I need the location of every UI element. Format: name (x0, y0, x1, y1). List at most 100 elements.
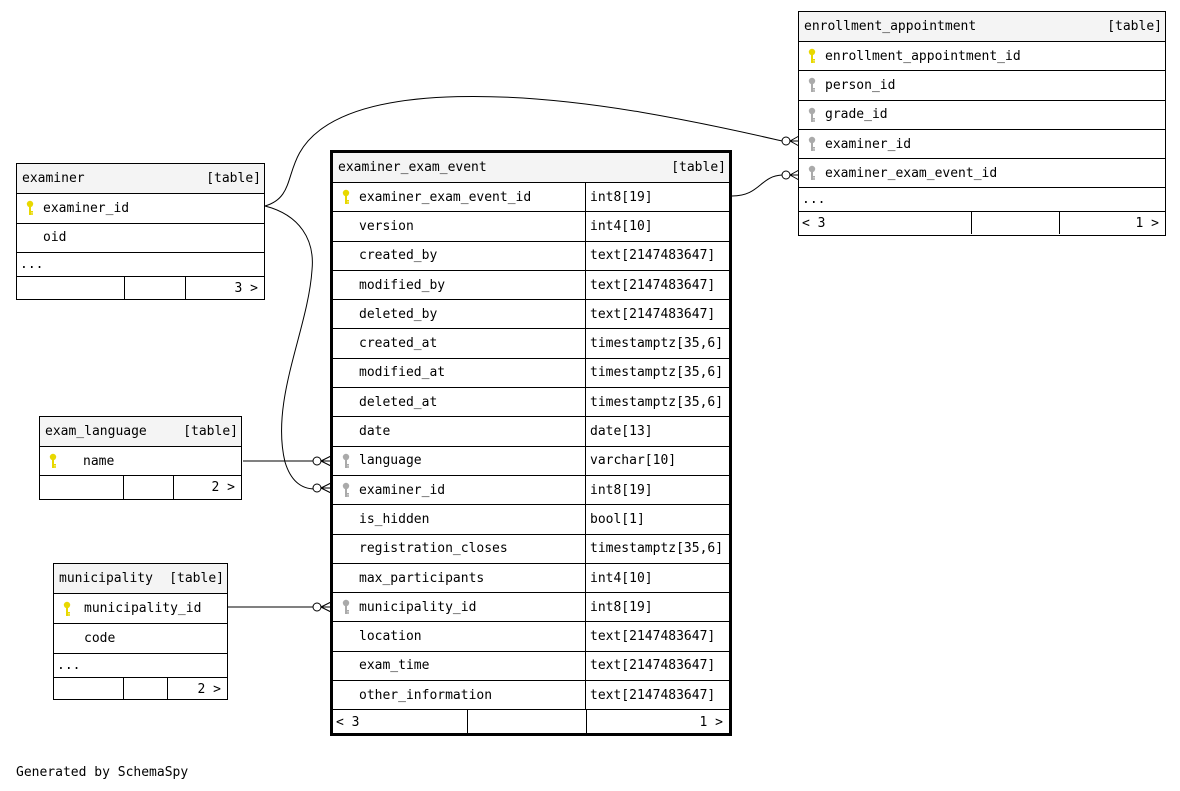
column-name: examiner_exam_event_id (825, 165, 998, 181)
column-name: oid (43, 230, 67, 246)
table-name: enrollment_appointment (804, 19, 977, 34)
column-name: created_by (359, 248, 438, 264)
rel-examiner-event (264, 205, 316, 490)
column-row[interactable]: person_id (799, 71, 1165, 101)
column-row[interactable]: version int4[10] (333, 212, 729, 242)
column-name: is_hidden (359, 511, 430, 527)
column-type: text[2147483647] (585, 241, 715, 270)
column-name: exam_time (359, 658, 430, 674)
table-header: examiner_exam_event [table] (333, 153, 729, 183)
children-count[interactable]: 3 > (234, 280, 258, 296)
column-row[interactable]: code (54, 624, 227, 654)
column-name: location (359, 629, 422, 645)
rel-examiner-enrollment (264, 95, 783, 207)
primary-key-icon (807, 48, 817, 64)
primary-key-icon (25, 200, 35, 216)
column-name: version (359, 218, 414, 234)
table-name: municipality (59, 571, 153, 586)
column-row[interactable]: oid (17, 224, 264, 253)
column-row[interactable]: grade_id (799, 101, 1165, 130)
rel-event-enrollment (731, 174, 783, 197)
foreign-key-icon (807, 77, 817, 93)
generated-by-label: Generated by SchemaSpy (16, 765, 189, 780)
children-count[interactable]: 1 > (1135, 215, 1159, 231)
column-name: examiner_id (825, 136, 912, 152)
column-name: deleted_by (359, 306, 438, 322)
table-enrollment-appointment[interactable]: enrollment_appointment [table] enrollmen… (798, 11, 1166, 236)
foreign-key-icon (807, 107, 817, 123)
column-name: grade_id (825, 107, 888, 123)
column-row[interactable]: examiner_id (17, 194, 264, 224)
column-row[interactable]: max_participants int4[10] (333, 563, 729, 594)
column-name: code (84, 631, 116, 646)
primary-key-icon (341, 189, 351, 205)
table-tag: [table] (671, 160, 726, 175)
crows-foot-marker (781, 135, 800, 147)
column-type: int8[19] (585, 475, 653, 505)
table-header: examiner [table] (17, 164, 264, 194)
column-name: name (83, 453, 115, 469)
children-count[interactable]: 2 > (211, 480, 235, 495)
table-header: enrollment_appointment [table] (799, 12, 1165, 42)
column-row[interactable]: is_hidden bool[1] (333, 505, 729, 535)
column-row[interactable]: created_by text[2147483647] (333, 241, 729, 271)
column-name: person_id (825, 77, 896, 93)
table-tag: [table] (1107, 19, 1162, 34)
parents-count[interactable]: < 3 (336, 714, 360, 730)
table-header: exam_language [table] (40, 417, 241, 447)
table-exam-language[interactable]: exam_language [table] name 2 > (39, 416, 242, 500)
table-footer: 3 > (17, 277, 264, 299)
column-name: examiner_id (359, 482, 446, 498)
column-name: deleted_at (359, 394, 438, 410)
crows-foot-marker (312, 601, 332, 613)
children-count[interactable]: 1 > (699, 714, 723, 730)
foreign-key-icon (341, 482, 351, 498)
primary-key-icon (48, 453, 58, 469)
column-name: date (359, 424, 391, 440)
table-name: examiner (22, 171, 85, 186)
column-type: int8[19] (585, 593, 653, 622)
column-row[interactable]: enrollment_appointment_id (799, 42, 1165, 72)
column-name: enrollment_appointment_id (825, 48, 1021, 64)
column-row[interactable]: examiner_exam_event_id (799, 159, 1165, 189)
column-name: max_participants (359, 570, 485, 586)
column-type: bool[1] (585, 505, 645, 534)
column-row[interactable]: municipality_id (54, 594, 227, 624)
column-type: int4[10] (585, 212, 653, 241)
column-row[interactable]: location text[2147483647] (333, 622, 729, 652)
column-name: examiner_exam_event_id (359, 189, 532, 205)
primary-key-icon (62, 601, 72, 617)
parents-count[interactable]: < 3 (802, 215, 826, 231)
column-type: int4[10] (585, 563, 653, 593)
column-row[interactable]: examiner_id int8[19] (333, 475, 729, 506)
table-examiner-exam-event[interactable]: examiner_exam_event [table] examiner_exa… (330, 150, 732, 736)
column-row[interactable]: name (40, 447, 241, 476)
column-type: text[2147483647] (585, 622, 715, 651)
column-name: modified_at (359, 365, 446, 381)
table-tag: [table] (169, 571, 224, 586)
column-type: timestamptz[35,6] (585, 329, 723, 358)
column-name: examiner_id (43, 200, 130, 216)
column-type: text[2147483647] (585, 270, 715, 300)
column-row[interactable]: examiner_id (799, 130, 1165, 160)
table-name: examiner_exam_event (338, 160, 487, 175)
table-tag: [table] (206, 171, 261, 186)
crows-foot-marker (312, 455, 332, 467)
children-count[interactable]: 2 > (197, 681, 221, 697)
table-footer: < 3 1 > (333, 710, 729, 735)
column-name: language (359, 453, 422, 469)
